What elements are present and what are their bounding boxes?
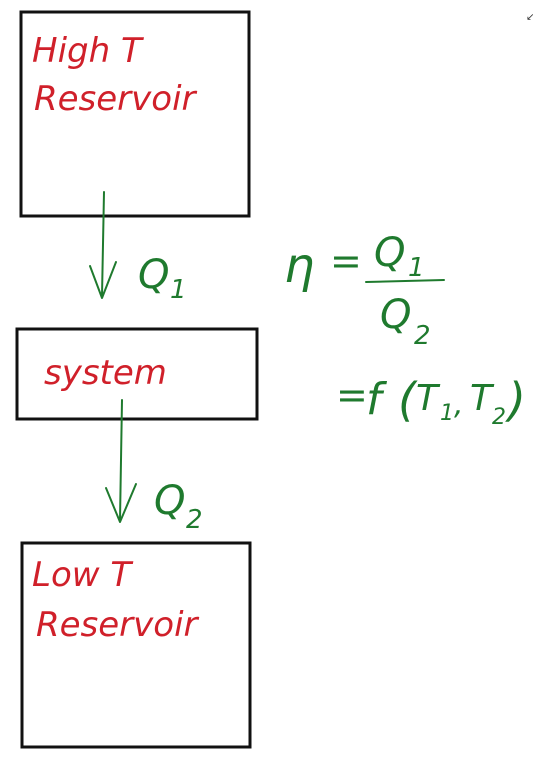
function-equation: = f ( T 1 , T 2 ) [336,373,526,430]
high-reservoir-box [19,10,251,218]
denominator-q: Q [380,292,411,338]
low-reservoir-title: Low T [32,555,133,595]
low-reservoir-subtitle: Reservoir [36,605,200,645]
q1-subscript: 1 [170,275,187,305]
function-separator: , [454,387,464,422]
efficiency-equation: η = Q 1 Q 2 [284,230,445,351]
q1-label: Q [138,252,169,298]
denominator-subscript: 2 [414,321,431,351]
system-box [15,327,259,421]
high-reservoir-title: High T [32,31,144,71]
q2-subscript: 2 [186,505,203,535]
function-open-paren: ( [398,373,418,427]
numerator-subscript: 1 [408,253,425,283]
system-label: system [44,353,167,393]
high-reservoir: High T Reservoir [19,10,251,218]
function-f: f [366,374,388,425]
numerator-q: Q [374,230,405,276]
eta-symbol: η [284,238,314,294]
fraction-bar [365,279,445,283]
function-t1: T [416,378,441,419]
heat-flow-out: Q 2 [105,399,203,535]
q2-label: Q [154,478,185,524]
function-close-paren: ) [505,373,526,427]
function-t1-subscript: 1 [440,401,454,426]
arrow-down-q2 [105,399,137,523]
function-equals: = [336,373,368,417]
low-reservoir-box [20,541,252,749]
function-t2-subscript: 2 [492,405,506,430]
system: system [15,327,259,421]
arrow-down-q1 [89,191,117,299]
high-reservoir-subtitle: Reservoir [34,79,198,119]
function-t2: T [470,378,495,419]
corner-arrow-icon: ↙ [526,12,534,23]
heat-flow-in: Q 1 [89,191,187,305]
low-reservoir: Low T Reservoir [20,541,252,749]
equation-equals: = [330,239,362,283]
